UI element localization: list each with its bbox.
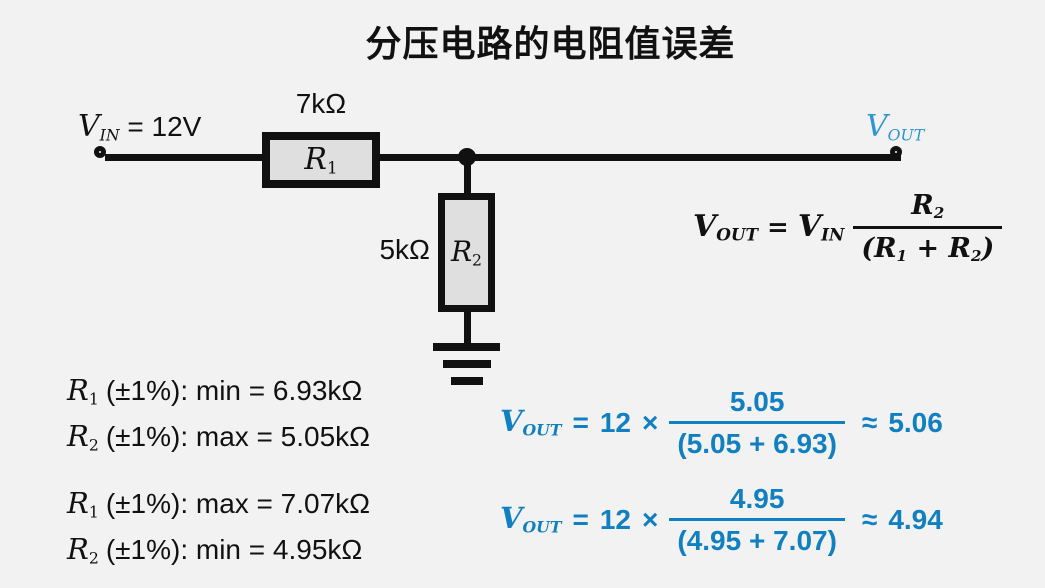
vin-terminal-icon — [94, 146, 106, 158]
calc1-fraction: 5.05 (5.05 + 6.93) — [669, 388, 845, 458]
formula-rhs-vin: VIN — [797, 209, 845, 245]
calc1-vin: 12 — [599, 407, 632, 438]
tolerance-line-1: R1(±1%): min = 6.93kΩ — [67, 373, 363, 409]
vout-label: VOUT — [866, 112, 924, 143]
tolerance-line-2: R2(±1%): max = 5.05kΩ — [67, 419, 371, 455]
formula-fraction: R2 (R1 + R2) — [853, 189, 1003, 265]
vout-terminal-icon — [890, 146, 902, 158]
divider-formula: VOUT = VIN R2 (R1 + R2) — [693, 188, 1003, 268]
calc2-vin: 12 — [599, 504, 632, 535]
vin-value: = 12V — [127, 111, 202, 142]
calc1-vout: VOUT — [500, 404, 562, 440]
vout-subscript: OUT — [887, 125, 925, 145]
calc1-result: 5.06 — [888, 407, 943, 438]
formula-denominator: (R1 + R2) — [853, 226, 1003, 264]
formula-equals: = — [767, 213, 789, 243]
ground-bar-2 — [443, 360, 491, 368]
calc-row-1: VOUT = 12 × 5.05 (5.05 + 6.93) ≈ 5.06 — [500, 384, 943, 462]
calc-row-2: VOUT = 12 × 4.95 (4.95 + 7.07) ≈ 4.94 — [500, 481, 943, 559]
calc2-vout: VOUT — [500, 501, 562, 537]
ground-bar-1 — [433, 343, 500, 351]
calc1-approx: ≈ — [861, 407, 878, 438]
tolerance-line-3: R1(±1%): max = 7.07kΩ — [67, 486, 371, 522]
calc2-result: 4.94 — [888, 504, 943, 535]
calc2-equals: = — [572, 504, 589, 535]
vin-subscript: IN — [99, 125, 120, 145]
vin-label: VIN = 12V — [78, 112, 201, 143]
r2-value-label: 5kΩ — [379, 234, 430, 265]
r1-value-label: 7kΩ — [295, 88, 347, 119]
calc2-approx: ≈ — [861, 504, 878, 535]
r1-label: R1 — [304, 142, 338, 178]
ground-bar-3 — [451, 377, 483, 385]
r2-label: R2 — [450, 235, 483, 270]
vout-var: V — [866, 109, 888, 144]
r2-resistor: R2 — [438, 193, 495, 312]
tolerance-line-4: R2(±1%): min = 4.95kΩ — [67, 532, 363, 568]
calc1-equals: = — [572, 407, 589, 438]
vin-var: V — [78, 109, 100, 144]
junction-node-icon — [458, 148, 476, 166]
r1-resistor: R1 — [262, 132, 380, 188]
calc2-times: × — [642, 504, 659, 535]
main-wire — [105, 154, 901, 161]
page-title: 分压电路的电阻值误差 — [365, 23, 736, 64]
calc2-fraction: 4.95 (4.95 + 7.07) — [669, 485, 845, 555]
formula-numerator: R2 — [911, 189, 945, 222]
calc1-times: × — [642, 407, 659, 438]
formula-lhs: VOUT — [693, 209, 759, 245]
